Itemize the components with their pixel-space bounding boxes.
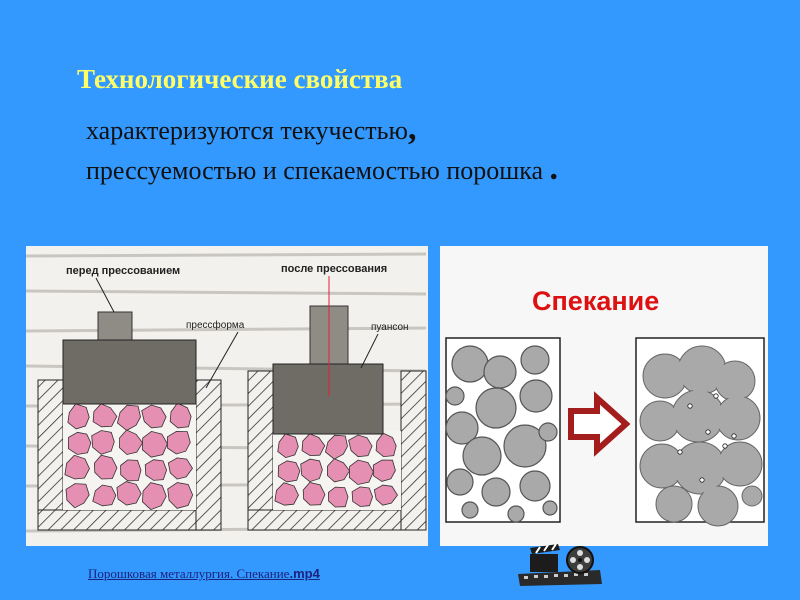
powder-grain [169, 402, 192, 429]
powder-grain [141, 430, 168, 458]
particles-after [639, 345, 763, 527]
sintered-particle-fill [657, 487, 691, 521]
powder-particle [503, 424, 547, 468]
pore [731, 433, 737, 439]
sintered-particle-fill [641, 445, 683, 487]
body-text-line-2: прессуемостью и спекаемостью порошка . [86, 150, 558, 188]
powder-grain [277, 460, 301, 483]
line-1-punct: , [407, 110, 417, 147]
powder-grain [372, 459, 396, 482]
sintered-particle-fill [717, 397, 759, 439]
label-punch: пуансон [371, 322, 409, 333]
video-link-ext[interactable]: .mp4 [289, 566, 320, 581]
sintered-particle-fill [679, 347, 725, 393]
film-reel-icon[interactable] [510, 540, 610, 588]
slide-title: Технологические свойства [77, 64, 403, 94]
powder-grain [326, 458, 351, 483]
pressing-diagram-svg: перед прессованием после прессования пре… [26, 252, 427, 533]
arrow-right-icon [568, 391, 631, 457]
powder-particle [481, 477, 511, 507]
powder-particle [519, 470, 551, 502]
powder-grain [302, 482, 326, 506]
label-after-pressing: после прессования [281, 263, 387, 275]
pressing-diagram: перед прессованием после прессования пре… [26, 246, 428, 546]
sintered-particle-fill [716, 362, 754, 400]
pore [713, 393, 719, 399]
sintered-particle-fill [719, 443, 761, 485]
powder-particle [475, 387, 517, 429]
pore [677, 449, 683, 455]
powder-grain [327, 486, 349, 508]
pore [722, 443, 728, 449]
powder-grain [116, 481, 142, 506]
powder-particle [538, 422, 558, 442]
powder-grain [91, 430, 115, 455]
powder-grain [116, 404, 141, 431]
sintered-particle-fill [673, 391, 723, 441]
powder-grain [93, 454, 118, 480]
powder-after [274, 432, 398, 508]
powder-particle [451, 345, 489, 383]
powder-grain [167, 482, 194, 509]
powder-particle [519, 379, 553, 413]
powder-grain [301, 433, 326, 457]
powder-particle [461, 501, 479, 519]
label-before-pressing: перед прессованием [66, 265, 180, 277]
powder-grain [300, 458, 323, 483]
video-link-text[interactable]: Порошковая металлургия. Спекание [88, 566, 290, 581]
pore [687, 403, 693, 409]
powder-grain [64, 454, 90, 480]
powder-grain [92, 484, 117, 507]
powder-particle [462, 436, 502, 476]
line-2-text: прессуемостью и спекаемостью порошка [86, 156, 544, 185]
punch-before [62, 311, 197, 405]
powder-grain [65, 483, 90, 509]
powder-grain [166, 430, 191, 455]
line-1-text: характеризуются текучестью [86, 116, 408, 145]
line-2-punct: . [549, 150, 559, 187]
pore [699, 477, 705, 483]
sintered-particle-fill [644, 355, 686, 397]
sintered-particle-fill [675, 443, 725, 493]
powder-grain [141, 482, 167, 511]
label-die: прессформа [186, 319, 245, 331]
body-text-line-1: характеризуются текучестью, [86, 110, 416, 148]
punch-after [272, 305, 384, 435]
powder-grain [119, 429, 144, 455]
powder-grain [67, 403, 90, 430]
powder-particle [483, 355, 517, 389]
powder-grain [92, 403, 118, 428]
powder-grain [120, 459, 142, 482]
sintered-particle-fill [699, 487, 737, 525]
video-link[interactable]: Порошковая металлургия. Спекание.mp4 [88, 566, 320, 582]
particles-before [445, 345, 558, 523]
powder-particle [445, 411, 479, 445]
sintering-diagram: Спекание [440, 246, 768, 546]
sintered-particle-fill [743, 487, 761, 505]
powder-grain [167, 457, 193, 480]
powder-grain [375, 432, 397, 458]
powder-grain [274, 482, 299, 506]
powder-grain [324, 434, 348, 460]
sintered-particle-fill [641, 402, 679, 440]
sintering-diagram-svg: Спекание [445, 286, 765, 527]
powder-grain [373, 484, 398, 506]
sintering-title: Спекание [532, 286, 659, 316]
powder-before [64, 402, 194, 511]
powder-particle [445, 386, 465, 406]
pore [705, 429, 711, 435]
powder-grain [141, 404, 167, 429]
powder-particle [542, 500, 558, 516]
powder-grain [277, 433, 299, 459]
powder-particle [507, 505, 525, 523]
powder-particle [520, 345, 550, 375]
powder-grain [351, 486, 374, 507]
powder-grain [348, 459, 374, 485]
powder-grain [67, 431, 92, 455]
powder-grain [348, 434, 373, 458]
powder-grain [144, 459, 168, 481]
powder-particle [446, 468, 474, 496]
